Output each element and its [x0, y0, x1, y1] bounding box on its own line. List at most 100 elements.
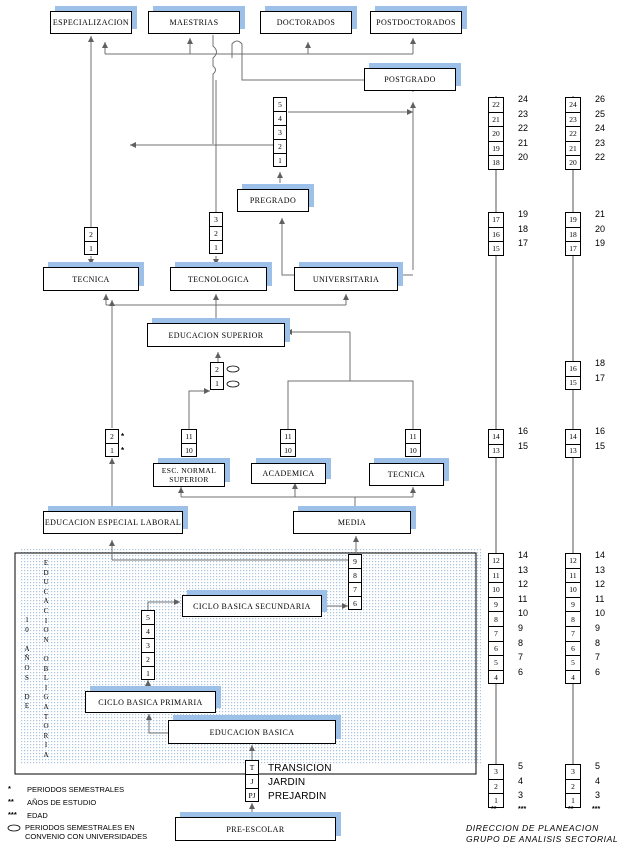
scale-year-cell: 1 [488, 793, 504, 808]
stack-cell: T [245, 760, 259, 774]
postdoctorados-box: POSTDOCTORADOS [370, 11, 462, 34]
scale-age-label: 9 [595, 623, 601, 633]
legend-text-1: AÑOS DE ESTUDIO [27, 798, 97, 807]
stack-cell: 9 [348, 554, 362, 568]
scale-age-label: 14 [518, 550, 529, 560]
postgrado-box: POSTGRADO [364, 68, 456, 91]
stack-cell: 2 [209, 226, 223, 240]
tecnica-superior-box: TECNICA [43, 267, 139, 291]
scale-age-label: 4 [518, 775, 524, 786]
vertical-letter: Ñ [24, 654, 30, 663]
scale-two-footer: ** [568, 806, 574, 813]
legend-text-3: PERIODOS SEMESTRALES EN CONVENIO CON UNI… [25, 823, 148, 841]
esc-normal-line2: SUPERIOR [169, 475, 209, 484]
esc-normal-line1: ESC. NORMAL [161, 466, 217, 475]
stack-cell: 4 [273, 111, 287, 125]
scale-year-cell: 20 [488, 126, 504, 141]
scale-year-cell: 2 [565, 778, 581, 794]
scale-year-cell: 22 [488, 97, 504, 112]
stack-cell: 1 [210, 376, 224, 390]
stack-cell: 4 [141, 624, 155, 638]
scale-age-label: 17 [518, 238, 529, 249]
scale-year-cell: 9 [565, 596, 581, 612]
scale-year-cell: 14 [488, 429, 504, 444]
esc-normal-superior-box: ESC. NORMAL SUPERIOR [153, 463, 225, 487]
ciclo-secundaria-box: CICLO BASICA SECUNDARIA [182, 595, 322, 617]
scale-age-label: 6 [595, 666, 601, 677]
scale-age-label: 17 [595, 372, 606, 383]
pregrado-box: PREGRADO [237, 189, 309, 212]
stack-cell: 1 [105, 443, 119, 457]
stack-cell: 10 [280, 443, 296, 457]
jardin-label: JARDIN [268, 777, 306, 788]
stack-cell: 6 [348, 596, 362, 610]
vertical-letter: I [44, 616, 48, 625]
scale-age-label: 12 [595, 579, 606, 590]
scale-age-label: 5 [518, 761, 524, 771]
stack-cell: 2 [273, 139, 287, 153]
scale-year-cell: 7 [488, 625, 504, 641]
stack-cell: 11 [181, 429, 197, 443]
scale-year-cell: 21 [488, 111, 504, 127]
vertical-letter: E [43, 559, 49, 567]
scale-age-label: 23 [595, 137, 606, 148]
scale-year-cell: 11 [565, 567, 581, 583]
scale-age-label: 8 [518, 637, 524, 648]
stack-cell: 3 [141, 638, 155, 652]
scale-age-label: 18 [595, 358, 606, 368]
scale-year-cell: 18 [565, 226, 581, 242]
educacion-basica-box: EDUCACION BASICA [168, 720, 336, 744]
stack-cell: 3 [273, 125, 287, 139]
stack-cell: 2 [105, 429, 119, 443]
tecnica-media-box: TECNICA [369, 463, 444, 486]
scale-year-cell: 18 [488, 155, 504, 170]
tecnologica-box: TECNOLOGICA [170, 267, 267, 291]
scale-age-label: 12 [518, 579, 529, 590]
scale-year-cell: 7 [565, 625, 581, 641]
stack-cell: 2 [210, 362, 224, 376]
stack-cell: 1 [273, 153, 287, 167]
scale-age-label: 18 [518, 223, 529, 234]
maestrias-box: MAESTRIAS [148, 11, 240, 34]
stack-cell: 8 [348, 568, 362, 582]
scale-year-cell: 22 [565, 126, 581, 141]
scale-age-label: 22 [595, 152, 606, 163]
stack-cell: PJ [245, 788, 259, 802]
scale-year-cell: 16 [565, 361, 581, 376]
pre-escolar-box: PRE-ESCOLAR [175, 817, 336, 841]
stack-cell: 11 [280, 429, 296, 443]
legend-text-0: PERIODOS SEMESTRALES [27, 785, 125, 794]
scale-year-cell: 13 [488, 443, 504, 459]
scale-year-cell: 19 [565, 212, 581, 227]
scale-age-label: 23 [518, 108, 529, 119]
stack-cell: J [245, 774, 259, 788]
scale-year-cell: 12 [488, 553, 504, 568]
vertical-letter: R [43, 731, 49, 740]
scale-age-label: 7 [595, 652, 601, 663]
scale-age-label: 13 [518, 564, 529, 575]
semester-mark-2: * [121, 446, 125, 455]
scale-year-cell: 6 [488, 640, 504, 656]
vertical-letter: A [43, 750, 49, 759]
scale-year-cell: 15 [565, 375, 581, 391]
vertical-letter: A [24, 644, 30, 653]
scale-year-cell: 9 [488, 596, 504, 612]
scale-age-label: 7 [518, 652, 524, 663]
scale-age-label: 11 [518, 593, 528, 604]
scale-year-cell: 3 [488, 764, 504, 779]
scale-age-label: 16 [518, 426, 529, 436]
